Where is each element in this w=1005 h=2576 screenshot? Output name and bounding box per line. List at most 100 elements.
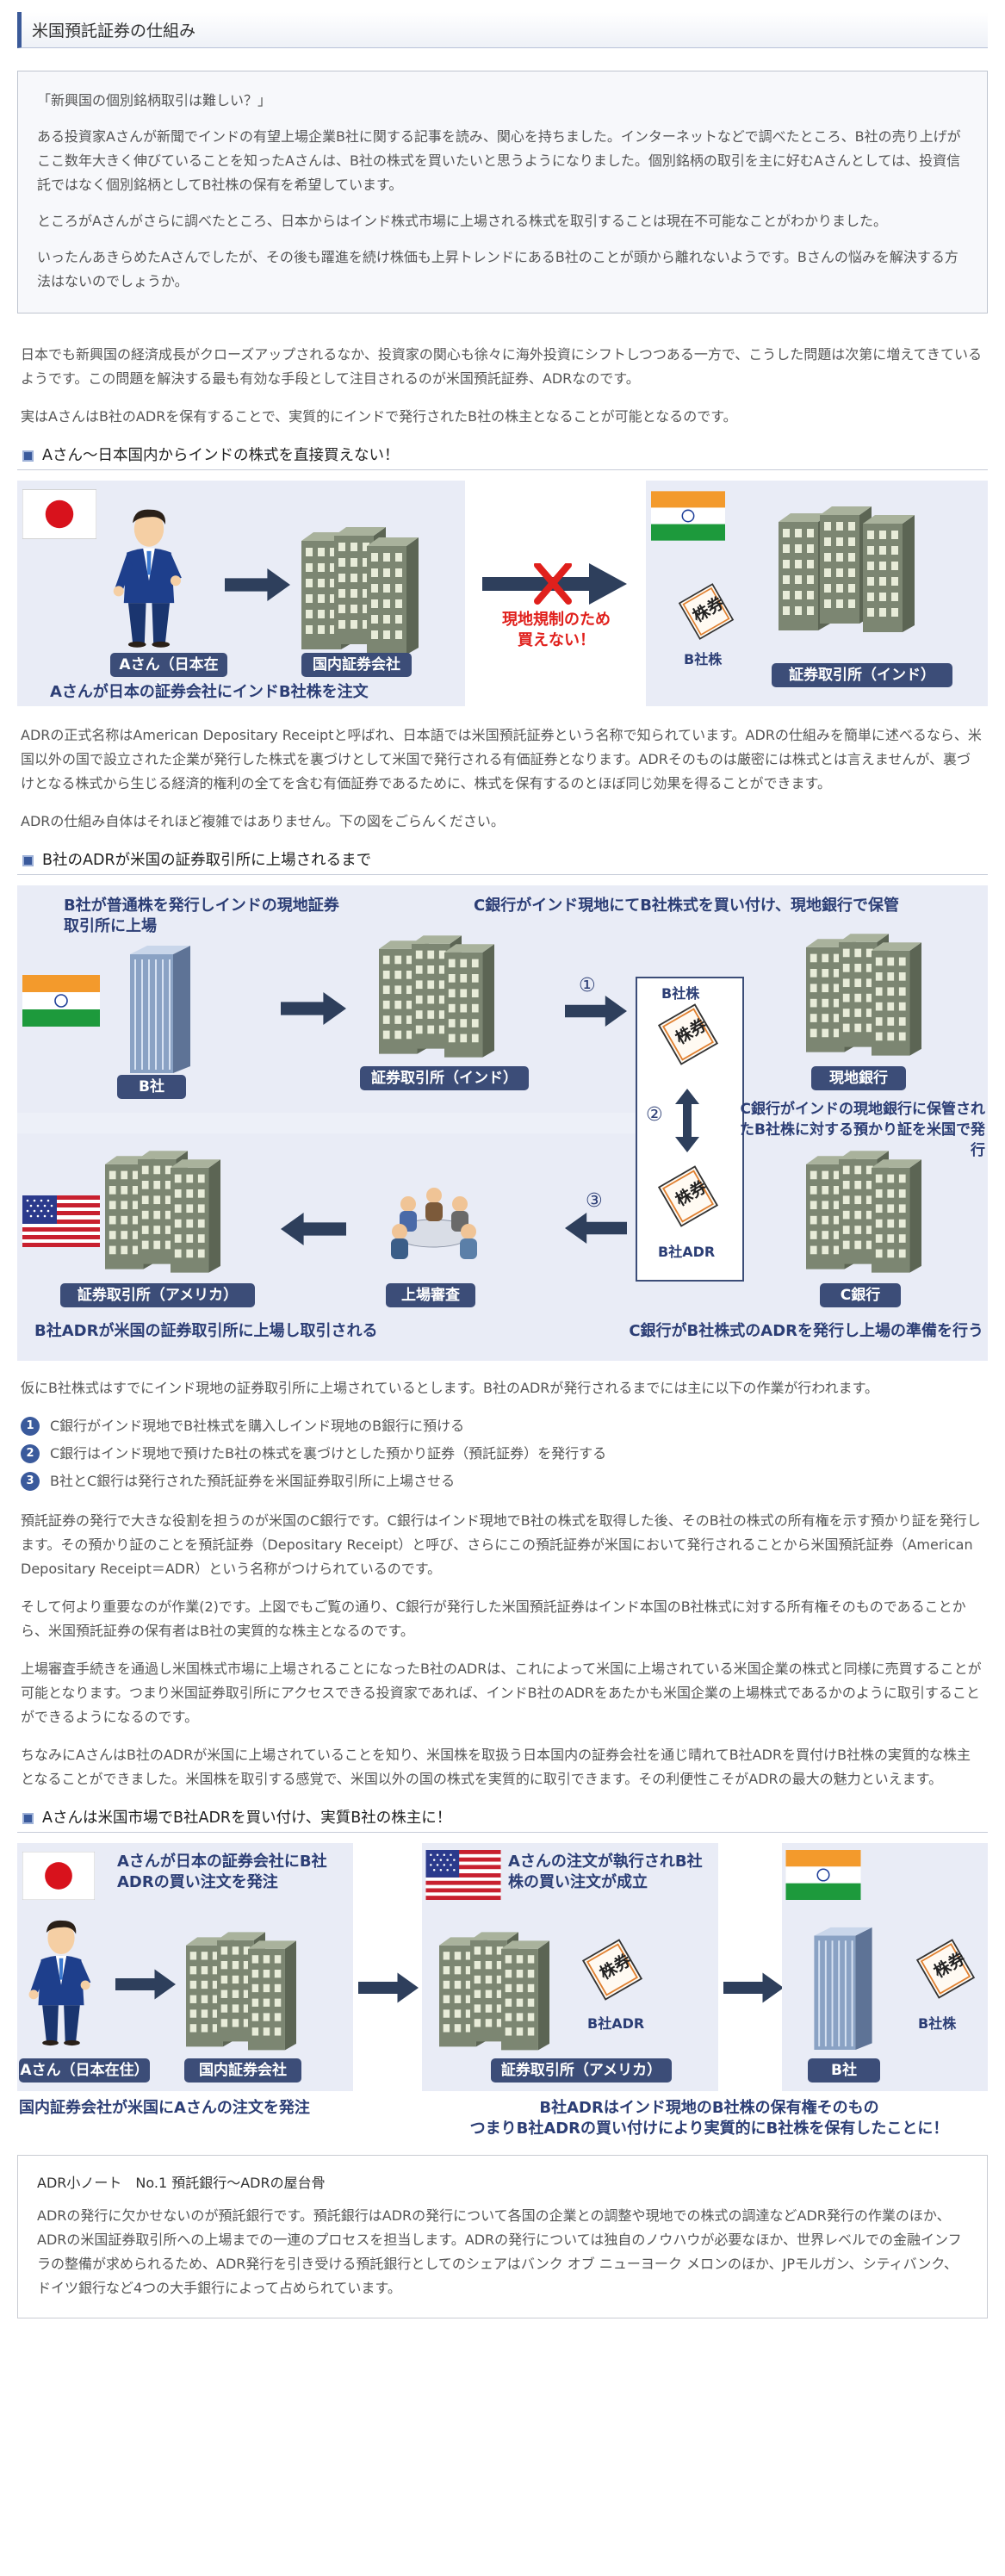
steps-list: 1 C銀行がインド現地でB社株式を購入しインド現地のB銀行に預ける 2 C銀行はイン… [21,1414,984,1493]
b-stock-label: B社株 [661,985,700,1002]
figure-caption: Aさんが日本の証券会社にインドB社株を注文 [50,683,369,701]
square-bullet-icon [22,450,34,462]
page-title: 米国預託証券の仕組み [32,22,196,40]
body-paragraph: ADRの正式名称はAmerican Depositary Receiptと呼ばれ… [21,727,982,791]
story-box: 「新興国の個別銘柄取引は難しい？」 ある投資家Aさんが新聞でインドの有望上場企業… [17,71,988,313]
square-bullet-icon [22,1813,34,1824]
investor-a-label: Aさん（日本在住） [110,653,227,698]
double-arrow-icon [675,1089,699,1152]
figure-adr-purchase: Aさんが日本の証券会社にB社ADRの買い注文を発注 Aさん（日本在住） 国内証券… [17,1843,988,2141]
exchange-india-label: 証券取引所（インド） [772,663,952,687]
step-number: 1 [21,1417,40,1436]
meeting-icon [377,1178,489,1264]
figure-panel-us: Aさんの注文が執行されB社株の買い注文が成立 株券 B社ADR 証券取引所（アメ… [422,1843,718,2091]
story-paragraph: いったんあきらめたAさんでしたが、その後も躍進を続け株価も上昇トレンドにあるB社… [37,249,958,289]
step-number: 3 [21,1472,40,1491]
building-icon [501,1936,549,2051]
figure-caption: B社が普通株を発行しインドの現地証券取引所に上場 [64,897,339,935]
figure-caption: Aさんが日本の証券会社にB社ADRの買い注文を発注 [117,1853,327,1891]
blocked-text: 現地規制のため買えない！ [502,611,611,649]
investor-a-icon [28,1909,95,2055]
exchange-us-label: 証券取引所（アメリカ） [60,1283,255,1307]
adr-note-box: ADR小ノート No.1 預託銀行～ADRの屋台骨 ADRの発行に欠かせないのが… [17,2155,988,2318]
building-icon [872,1156,921,1273]
step-3-marker: ③ [586,1190,603,1212]
section-heading: B社のADRが米国の証券取引所に上場されるまで [17,847,988,875]
india-flag-icon [785,1850,861,1900]
figure-caption: つまりB社ADRの買い付けにより実質的にB社株を保有したことに！ [469,2120,949,2138]
investor-a-icon [112,500,186,655]
intro-paragraph: 日本でも新興国の経済成長がクローズアップされるなか、投資家の関心も徐々に海外投資… [21,346,983,387]
figure-caption: Aさんの注文が執行されB社株の買い注文が成立 [508,1853,703,1891]
india-flag-icon [22,975,100,1027]
company-b-label: B社 [808,2058,880,2083]
c-bank-label: C銀行 [820,1283,901,1307]
figure-panel-japan: Aさん（日本在住） 国内証券会社 Aさんが日本の証券会社にインドB社株を注文 [17,481,465,706]
figure-caption: 国内証券会社が米国にAさんの注文を発注 [19,2099,310,2117]
company-b-label: B社 [117,1075,186,1099]
right-arrow-icon [281,992,346,1025]
body-paragraph: 仮にB社株式はすでにインド現地の証券取引所に上場されているとします。B社のADR… [21,1380,879,1396]
section-heading: Aさん～日本国内からインドの株式を直接買えない！ [17,443,988,470]
right-arrow-icon [565,996,627,1027]
step-text: C銀行がインド現地でB社株式を購入しインド現地のB銀行に預ける [50,1418,465,1434]
india-flag-icon [651,491,725,541]
figure-caption: B社ADRが米国の証券取引所に上場し取引される [34,1322,378,1340]
section-title: Aさんは米国市場でB社ADRを買い付け、実質B社の株主に！ [42,1809,452,1828]
right-arrow-icon [358,1972,419,2003]
body-paragraph: 上場審査手続きを通過し米国株式市場に上場されることになったB社のADRは、これに… [21,1660,982,1725]
story-heading: 「新興国の個別銘柄取引は難しい？」 [37,92,272,109]
section-title: B社のADRが米国の証券取引所に上場されるまで [42,852,372,870]
domestic-broker-label: 国内証券会社 [184,2058,301,2083]
investor-a-label: Aさん（日本在住） [19,2058,150,2083]
left-arrow-icon [281,1213,346,1245]
figure-caption: C銀行がB社株式のADRを発行し上場の準備を行う [629,1322,983,1340]
b-stock-label: B社株 [918,2015,957,2032]
figure-adr-listing: B社が普通株を発行しインドの現地証券取引所に上場 C銀行がインド現地にてB社株式… [17,885,988,1361]
exchange-india-label: 証券取引所（インド） [360,1066,529,1090]
building-icon [444,940,494,1058]
step-1-marker: ① [579,975,596,996]
story-paragraph: ところがAさんがさらに調べたところ、日本からはインド株式市場に上場される株式を取… [37,213,887,229]
right-arrow-icon [115,1969,176,2000]
building-icon [248,1936,296,2051]
story-paragraph: ある投資家Aさんが新聞でインドの有望上場企業B社に関する記事を読み、関心を持ちま… [37,128,961,193]
section-heading: Aさんは米国市場でB社ADRを買い付け、実質B社の株主に！ [17,1805,988,1833]
local-bank-label: 現地銀行 [811,1066,906,1090]
body-paragraph: ADRの仕組み自体はそれほど複雑ではありません。下の図をごらんください。 [21,813,505,829]
figure-panel-india: 株券 B社株 証券取引所（インド） [646,481,988,706]
figure-panel-japan: Aさんが日本の証券会社にB社ADRの買い注文を発注 Aさん（日本在住） 国内証券… [17,1843,353,2091]
b-stock-label: B社株 [684,651,723,667]
us-flag-icon [22,1195,100,1247]
page-title-bar: 米国預託証券の仕組み [17,12,988,48]
listing-review-label: 上場審査 [386,1283,475,1307]
japan-flag-icon [22,1852,95,1900]
right-arrow-icon [224,568,291,601]
body-paragraph: そして何より重要なのが作業(2)です。上図でもご覧の通り、C銀行が発行した米国預… [21,1598,966,1639]
company-tower-icon [124,944,196,1073]
b-adr-label: B社ADR [587,2015,645,2032]
domestic-broker-label: 国内証券会社 [301,653,412,677]
company-tower-icon [810,1926,877,2050]
body-paragraph: ちなみにAさんはB社のADRが米国に上場されていることを知り、米国株を取扱う日本… [21,1747,971,1787]
list-item: 1 C銀行がインド現地でB社株式を購入しインド現地のB銀行に預ける [21,1414,984,1438]
section-title: Aさん～日本国内からインドの株式を直接買えない！ [42,447,400,465]
step-number: 2 [21,1444,40,1463]
building-icon [872,939,921,1056]
exchange-us-label: 証券取引所（アメリカ） [491,2058,672,2083]
note-title: ADR小ノート No.1 預託銀行～ADRの屋台骨 [37,2175,326,2191]
building-icon [367,534,419,655]
building-icon [863,512,915,632]
list-item: 2 C銀行はインド現地で預けたB社の株式を裏づけとした預かり証券（預託証券）を発行… [21,1442,984,1466]
step-text: C銀行はインド現地で預けたB社の株式を裏づけとした預かり証券（預託証券）を発行す… [50,1445,607,1462]
blocked-arrow-icon [482,563,627,605]
step-2-marker: ② [646,1104,663,1126]
figure-caption: C銀行がインド現地にてB社株式を買い付け、現地銀行で保管 [474,897,900,915]
intro-paragraph: 実はAさんはB社のADRを保有することで、実質的にインドで発行されたB社の株主と… [21,408,737,425]
figure-direct-purchase: Aさん（日本在住） 国内証券会社 Aさんが日本の証券会社にインドB社株を注文 現… [17,481,988,706]
figure-caption: B社ADRはインド現地のB社株の保有権そのもの [539,2099,879,2117]
figure-panel-india: 株券 B社株 B社 [782,1843,988,2091]
us-flag-icon [425,1850,501,1900]
left-arrow-icon [565,1213,627,1244]
